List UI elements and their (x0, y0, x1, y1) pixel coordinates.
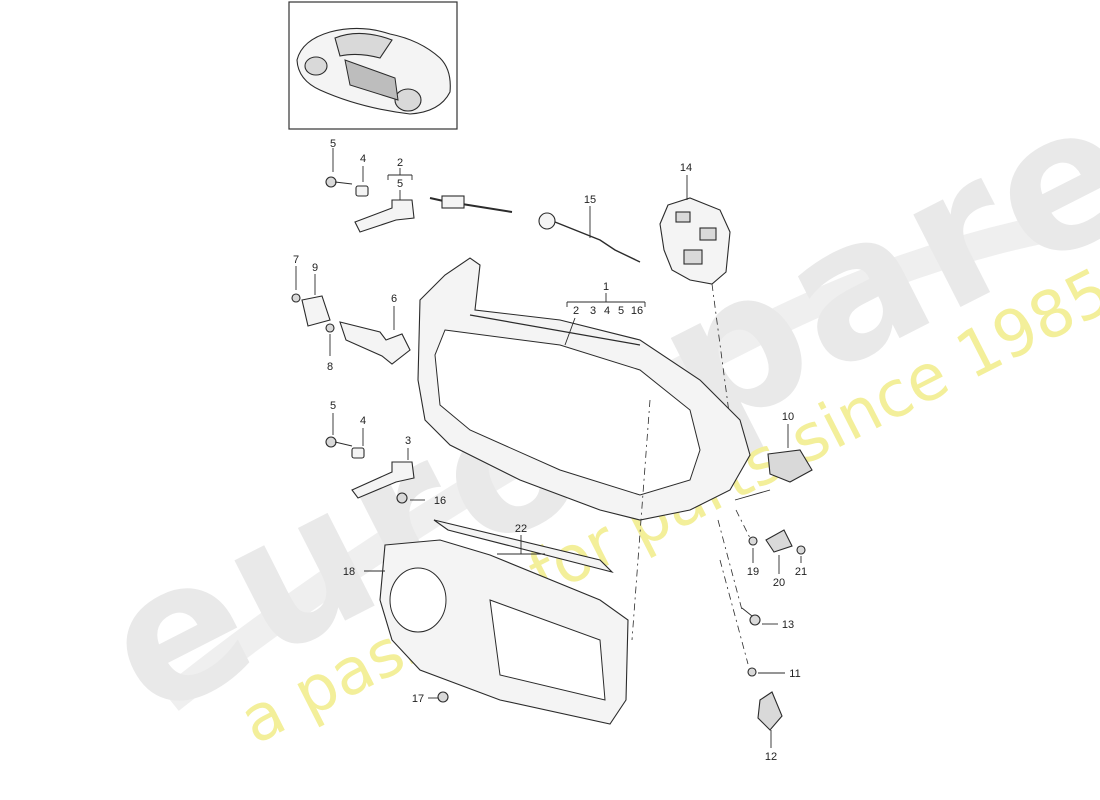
callout-20: 20 (773, 577, 785, 589)
car-door-highlight (344, 59, 399, 101)
callout-8: 8 (327, 361, 333, 373)
bolt-13-group (717, 519, 778, 626)
callout-labels: 5 4 2 5 14 15 7 9 1 2 3 4 5 16 6 8 5 4 3… (293, 138, 807, 763)
speaker-opening (389, 567, 447, 633)
callout-7: 7 (293, 254, 299, 266)
check-strap-2 (354, 199, 415, 233)
callout-11: 11 (789, 668, 800, 680)
callout-22: 22 (515, 523, 527, 535)
nut-4-upper (355, 185, 369, 197)
door-trim-panel (364, 519, 629, 725)
callout-16: 16 (434, 495, 446, 507)
release-cable-15 (429, 195, 641, 263)
callout-12: 12 (765, 751, 777, 763)
car-front-wheel (304, 56, 328, 76)
door-lock-14 (659, 175, 731, 421)
cable-grommet (538, 212, 556, 230)
callout-9: 9 (312, 262, 318, 274)
callout-1-sub-2: 2 (573, 305, 579, 317)
callout-21: 21 (795, 566, 807, 578)
callout-2: 2 (397, 157, 403, 169)
cover-9 (301, 295, 331, 327)
callout-3: 3 (405, 435, 411, 447)
screw-8 (325, 323, 335, 333)
callout-10: 10 (782, 411, 794, 423)
callout-4: 4 (360, 153, 366, 165)
door-handle-10 (734, 424, 813, 501)
cap-12 (757, 691, 783, 731)
callout-13: 13 (782, 619, 794, 631)
callout-4-lower: 4 (360, 415, 366, 427)
pocket-opening (489, 599, 606, 701)
check-strap-3 (351, 461, 415, 499)
callout-1-sub-5: 5 (618, 305, 624, 317)
cable-connector (441, 195, 465, 209)
door-contact-group (291, 266, 411, 365)
callout-18: 18 (343, 566, 355, 578)
car-thumbnail (288, 1, 458, 130)
wiring-harness-6 (339, 321, 411, 365)
callout-17: 17 (412, 693, 424, 705)
callout-19: 19 (747, 566, 759, 578)
callout-1-sub-3: 3 (590, 305, 596, 317)
callout-1-sub-16: 16 (631, 305, 643, 317)
clip-17 (437, 691, 449, 703)
callout-1-sub-4: 4 (604, 305, 610, 317)
callout-1: 1 (603, 281, 609, 293)
callout-15: 15 (584, 194, 596, 206)
callout-14: 14 (680, 162, 692, 174)
handle-mount-group (735, 509, 806, 574)
callout-5-lower: 5 (330, 400, 336, 412)
door-frame-1 (417, 257, 751, 641)
screw-19 (748, 536, 758, 546)
door-frame-opening (434, 329, 701, 496)
bolt-16 (396, 492, 408, 504)
nut-4-lower (351, 447, 365, 459)
cap-group (719, 559, 785, 748)
bolt-5-lower (325, 436, 337, 448)
door-check-strap-upper (325, 148, 415, 233)
callout-6: 6 (391, 293, 397, 305)
bolt-13 (749, 614, 761, 626)
callout-5: 5 (330, 138, 336, 150)
screw-21 (796, 545, 806, 555)
handle-cover (767, 449, 813, 483)
cap-20 (765, 529, 793, 553)
window-seal-22 (433, 519, 614, 574)
car-rear-wheel (394, 88, 422, 112)
callout-2-sub-5: 5 (397, 178, 403, 190)
screw-11 (747, 667, 757, 677)
bolt-5-upper (325, 176, 337, 188)
car-windshield (334, 32, 393, 59)
screw-7 (291, 293, 301, 303)
door-check-strap-lower (325, 413, 425, 504)
